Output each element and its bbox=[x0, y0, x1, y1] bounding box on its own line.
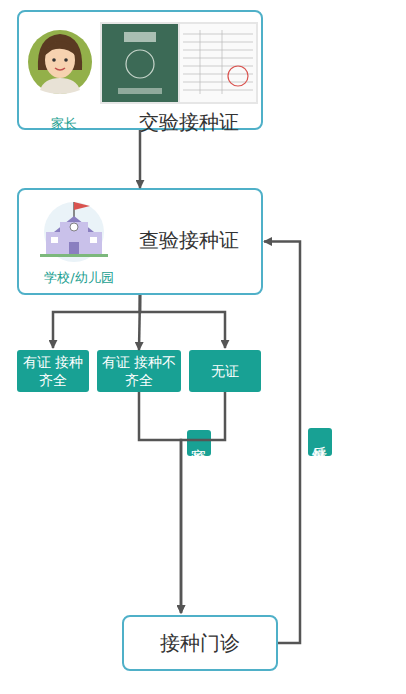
actor-box: 学校/幼儿园 查验接种证 bbox=[17, 188, 263, 295]
clinic-box: 接种门诊 bbox=[122, 615, 278, 671]
flow-arrow bbox=[139, 295, 140, 350]
node-text: 接种门诊 bbox=[124, 631, 276, 655]
school-illustration bbox=[40, 202, 108, 262]
node-text: 查验接种证 bbox=[119, 228, 259, 252]
node-text: 交验接种证 bbox=[114, 110, 264, 134]
node-text: 学校/幼儿园 bbox=[24, 270, 134, 286]
parent-avatar bbox=[28, 30, 92, 94]
actor-box: 家长交验接种证 bbox=[17, 10, 263, 130]
node-text: 有证 接种不齐全 bbox=[97, 353, 181, 389]
flow-arrow bbox=[53, 295, 140, 348]
certificate-image bbox=[100, 22, 258, 104]
result-box: 无证 bbox=[189, 350, 261, 392]
edge-label: 反馈补证补种结果 bbox=[308, 428, 332, 456]
flow-arrow bbox=[139, 392, 181, 613]
flow-arrow bbox=[264, 242, 300, 644]
result-box: 有证 接种齐全 bbox=[17, 350, 89, 392]
node-text: 有证 接种齐全 bbox=[17, 353, 89, 389]
flow-arrow bbox=[140, 295, 225, 348]
flow-arrow bbox=[181, 392, 225, 613]
node-text: 无证 bbox=[209, 362, 241, 380]
result-box: 有证 接种不齐全 bbox=[97, 350, 181, 392]
node-text: 家长 bbox=[29, 116, 99, 132]
flow-arrow bbox=[139, 130, 142, 188]
edge-label: 家长补证或补种 bbox=[187, 430, 211, 456]
